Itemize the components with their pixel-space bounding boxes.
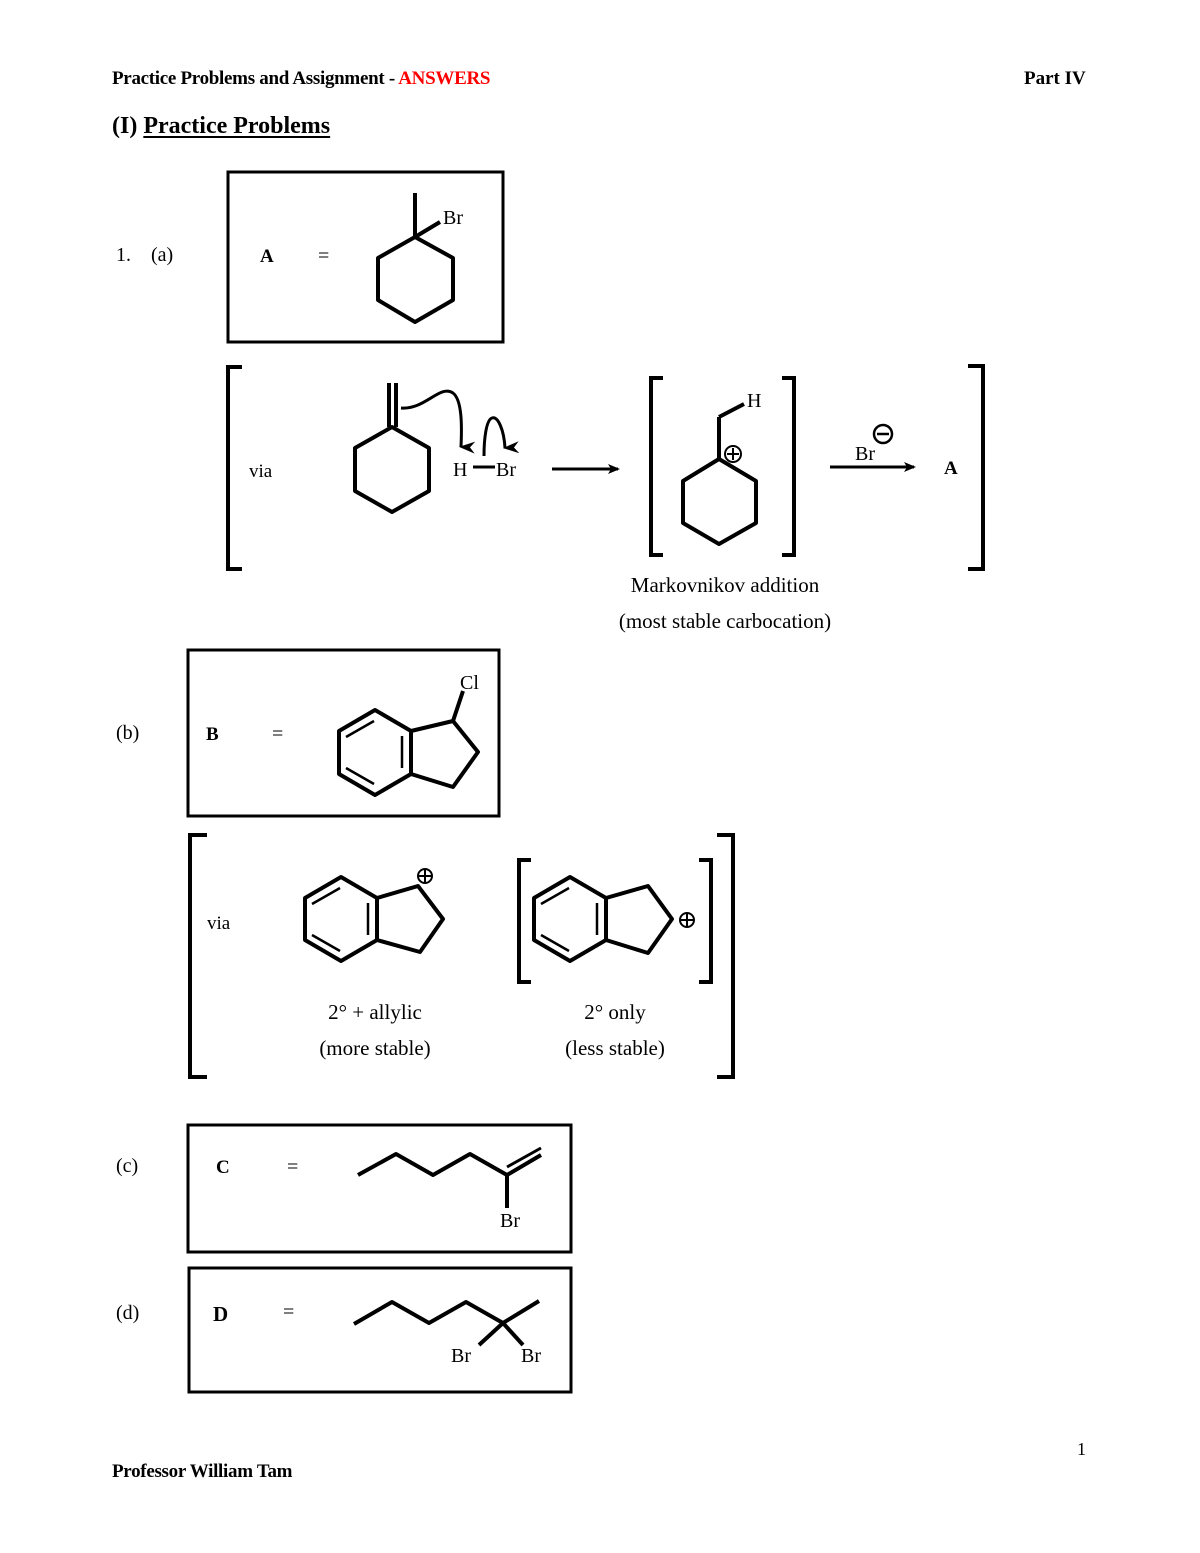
- equals-sign: =: [318, 245, 329, 267]
- section-title-text: Practice Problems: [143, 113, 331, 139]
- caption-most-stable: (most stable carbocation): [619, 609, 831, 633]
- substituent-br-1: Br: [451, 1345, 471, 1367]
- section-title: (I) Practice Problems: [112, 113, 330, 140]
- positive-charge-icon: [417, 868, 433, 884]
- substituent-cl: Cl: [460, 672, 479, 694]
- via-label-a: via: [249, 461, 273, 482]
- molecule-methylenecyclohexane: [353, 383, 431, 514]
- header-part: Part IV: [1024, 68, 1086, 89]
- molecule-1-chloroindane: [337, 690, 480, 797]
- answer-box-a: A = Br: [226, 170, 505, 344]
- part-c-label: (c): [116, 1155, 139, 1177]
- substituent-br: Br: [443, 207, 463, 229]
- mechanism-b: via 2° + allylic (more stab: [188, 833, 735, 1079]
- molecule-1-bromo-1-methylcyclohexane: [376, 193, 455, 324]
- footer-author: Professor William Tam: [112, 1461, 293, 1482]
- nucleophile-br: Br: [855, 443, 875, 465]
- part-d-label: (d): [116, 1302, 140, 1324]
- substituent-br-2: Br: [521, 1345, 541, 1367]
- answer-box-c: C = Br: [186, 1123, 573, 1254]
- compound-c-label: C: [216, 1157, 230, 1178]
- positive-charge-icon: [724, 445, 742, 463]
- intermediate-h: H: [747, 390, 761, 412]
- compound-a-label: A: [260, 246, 274, 267]
- molecule-2-2-dibromoheptane: [352, 1299, 541, 1347]
- compound-d-label: D: [213, 1302, 228, 1326]
- molecule-secondary-cation: [532, 875, 674, 963]
- equals-sign: =: [283, 1301, 294, 1323]
- header-title-text: Practice Problems and Assignment -: [112, 68, 399, 89]
- part-b-label: (b): [116, 722, 140, 744]
- molecule-2-bromohept-1-ene: [357, 1146, 543, 1208]
- molecule-tertiary-carbocation: [681, 402, 758, 546]
- compound-b-label: B: [206, 724, 219, 745]
- product-a: A: [944, 458, 958, 479]
- answer-box-d: D = Br Br: [187, 1266, 573, 1394]
- via-label-b: via: [207, 913, 231, 934]
- positive-charge-icon: [679, 912, 695, 928]
- section-roman: (I): [112, 113, 144, 139]
- header-title: Practice Problems and Assignment - ANSWE…: [112, 68, 490, 90]
- caption-cation2-type: 2° only: [584, 1000, 646, 1024]
- page-number: 1: [1077, 1439, 1086, 1459]
- caption-cation1-type: 2° + allylic: [328, 1000, 422, 1024]
- molecule-benzylic-cation: [303, 875, 445, 963]
- caption-markovnikov: Markovnikov addition: [631, 573, 820, 597]
- negative-charge-icon: [872, 423, 894, 445]
- substituent-br: Br: [500, 1210, 520, 1232]
- answer-box-b: B = Cl: [186, 648, 501, 818]
- part-a-label: (a): [151, 244, 174, 266]
- reagent-h: H: [453, 459, 467, 481]
- answers-label: ANSWERS: [398, 68, 491, 89]
- equals-sign: =: [287, 1156, 298, 1178]
- caption-cation1-stability: (more stable): [319, 1036, 430, 1060]
- caption-cation2-stability: (less stable): [565, 1036, 665, 1060]
- problem-number: 1.: [116, 244, 131, 266]
- reagent-br: Br: [496, 459, 516, 481]
- mechanism-a: via H Br H Br: [226, 364, 985, 633]
- equals-sign: =: [272, 723, 283, 745]
